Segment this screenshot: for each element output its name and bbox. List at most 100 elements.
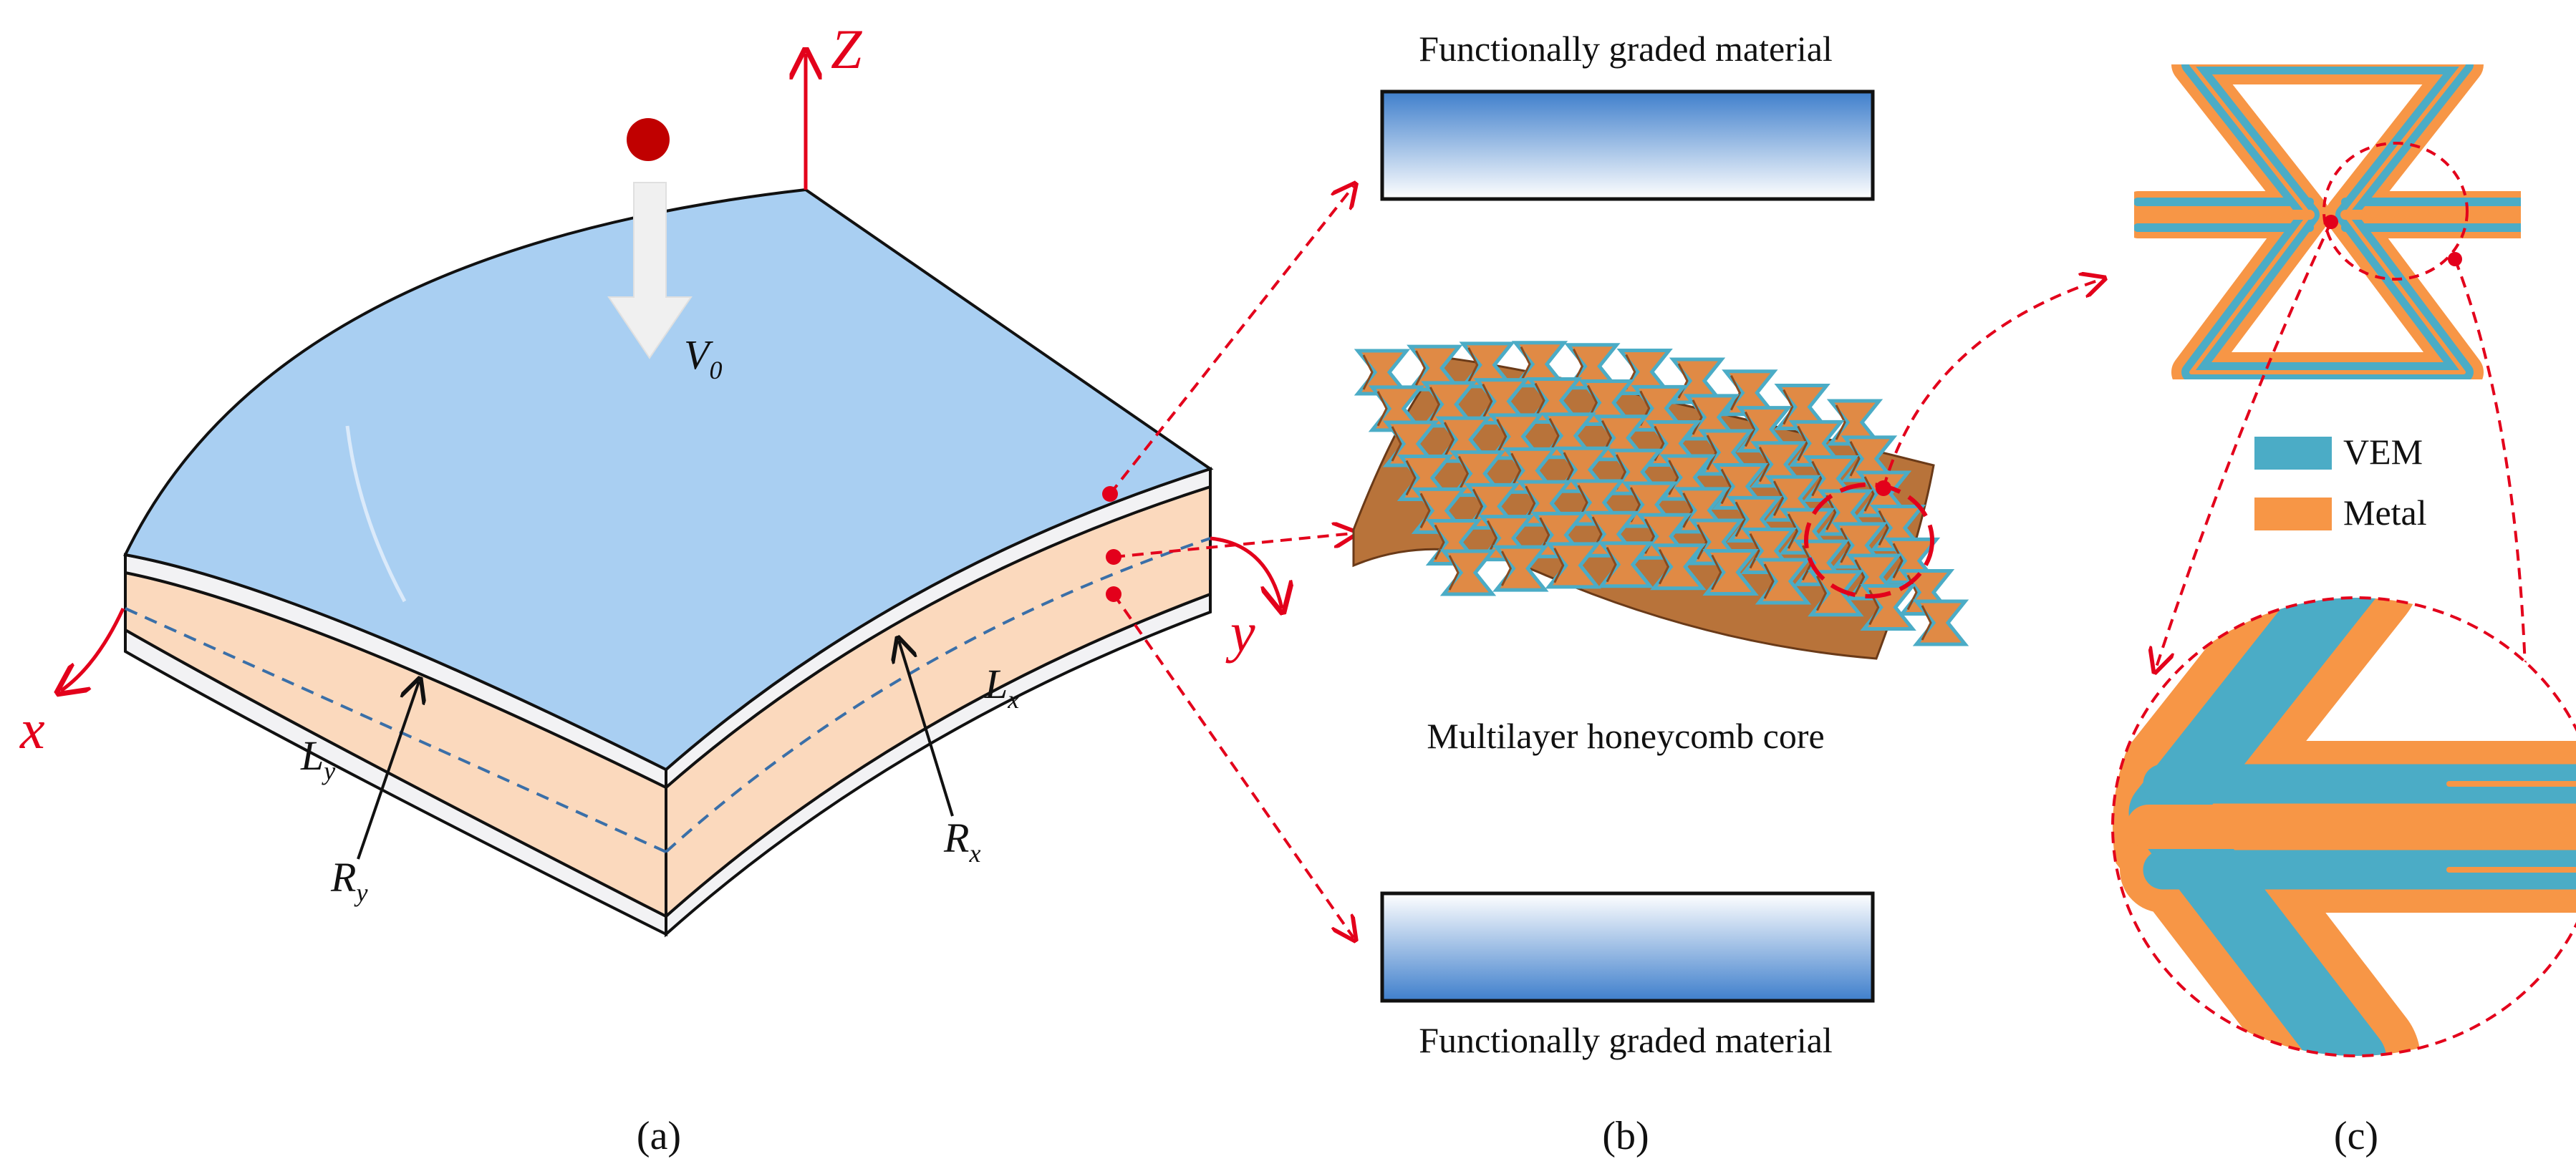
- core-cell-edge: [1414, 350, 1427, 386]
- core-cell: [1439, 549, 1497, 596]
- top-face: [123, 188, 1214, 772]
- connectors-a-to-b: [1102, 186, 1354, 938]
- ry-arrow: [357, 681, 419, 860]
- core-cell-edge: [1854, 559, 1866, 595]
- core-cell-edge: [1548, 418, 1560, 454]
- core-cell-edge: [1706, 435, 1717, 470]
- impact-velocity-arrow: [607, 182, 693, 359]
- core-cell-edge: [1730, 375, 1742, 411]
- core-cell-edge: [1376, 391, 1388, 427]
- core-cell-edge: [1448, 555, 1460, 591]
- core-cell-edge: [1735, 501, 1746, 538]
- core-cell-edge: [1921, 605, 1932, 641]
- core-cell-edge: [1840, 528, 1851, 563]
- panel-c: VEM Metal: [2111, 64, 2576, 1057]
- core-cell-edge: [1878, 510, 1889, 546]
- honeycomb-core: [1352, 341, 1969, 660]
- core-cell: [1492, 545, 1549, 592]
- core-cell: [1597, 541, 1654, 588]
- ly-label: Ly: [300, 732, 335, 785]
- core-cell-edge: [1835, 404, 1846, 440]
- core-cell-edge: [1797, 425, 1808, 462]
- core-cell-edge: [1749, 533, 1760, 569]
- core-cell-edge: [1863, 476, 1875, 512]
- core-cell-edge: [1677, 363, 1689, 399]
- fgm-bottom-layer: [1380, 891, 1875, 1003]
- caption-a: (a): [637, 1114, 681, 1158]
- core-cell-edge: [1744, 411, 1756, 447]
- core-cell-edge: [1467, 347, 1479, 383]
- core-cells: [1354, 341, 1969, 646]
- core-cell-edge: [1825, 495, 1837, 530]
- core-cell: [1755, 558, 1812, 605]
- core-cell-edge: [1783, 389, 1794, 425]
- legend-swatch-vem: [2254, 437, 2332, 470]
- core-cell-edge: [1391, 426, 1402, 462]
- core-cell-edge: [1720, 468, 1732, 505]
- core-cell-edge: [1472, 488, 1484, 525]
- y-axis: y: [1210, 536, 1282, 664]
- caption-c: (c): [2334, 1114, 2378, 1158]
- core-cell-edge: [1520, 346, 1531, 382]
- ry-label: Ry: [330, 854, 367, 907]
- core-cell-edge: [1510, 452, 1522, 489]
- fgm-top-label: Functionally graded material: [1419, 29, 1833, 69]
- fgm-bottom-label: Functionally graded material: [1419, 1020, 1833, 1060]
- impactor: V0: [607, 118, 722, 384]
- core-cell-edge: [1763, 563, 1775, 599]
- core-cell-edge: [1849, 441, 1861, 477]
- core-zoom-ellipse: [1804, 482, 1934, 598]
- legend: VEM Metal: [2254, 432, 2427, 533]
- core-cell: [1808, 570, 1864, 617]
- dimension-labels: Lx Ly Ry Rx: [300, 641, 1019, 907]
- midplane-right: [665, 537, 1211, 853]
- core-cell-edge: [1362, 354, 1374, 390]
- zoom-connector-right: [2454, 258, 2527, 716]
- rx-label: Rx: [943, 815, 980, 868]
- core-cell-edge: [1697, 524, 1708, 560]
- core-cell-edge: [1772, 480, 1785, 516]
- core-cell-edge: [1500, 550, 1513, 586]
- core-cell: [1650, 543, 1707, 591]
- core-cell-edge: [1553, 548, 1565, 583]
- core-cell-edge: [1811, 460, 1823, 497]
- x-axis: x: [19, 607, 125, 760]
- core-cell-edge: [1443, 422, 1455, 457]
- lx-label: Lx: [984, 661, 1019, 714]
- z-axis-label: Z: [831, 18, 863, 80]
- connector-b-to-c: [1882, 279, 2102, 489]
- panel-b: Functionally graded material Multilayer …: [1352, 29, 2102, 1060]
- cell-zoom-circle: [2322, 142, 2469, 281]
- core-cell: [1545, 542, 1601, 589]
- core-cell-edge: [1692, 399, 1703, 435]
- core-cell: [1702, 548, 1759, 596]
- core-cell-edge: [1434, 524, 1445, 561]
- core-cell-edge: [1668, 460, 1679, 495]
- core-cell-edge: [1482, 384, 1493, 419]
- legend-label-vem: VEM: [2343, 432, 2423, 472]
- core-cell-edge: [1405, 460, 1417, 496]
- core-cell-edge: [1682, 493, 1694, 528]
- core-cell-edge: [1711, 554, 1722, 591]
- core-cell-edge: [1419, 493, 1431, 529]
- core-cell-edge: [1787, 513, 1799, 549]
- rx-arrow: [899, 641, 954, 817]
- core-cell-edge: [1534, 382, 1545, 419]
- legend-label-metal: Metal: [2343, 493, 2427, 533]
- core-cell-edge: [1606, 547, 1617, 583]
- core-cell-edge: [1457, 455, 1470, 492]
- panel-a-shell: [123, 188, 1214, 938]
- midplane-left: [125, 607, 667, 853]
- fgm-top-layer: [1380, 89, 1875, 201]
- unit-cell: [2134, 64, 2521, 379]
- impactor-ball: [627, 118, 670, 161]
- legend-swatch-metal: [2254, 498, 2332, 530]
- face-highlight: [345, 425, 407, 603]
- y-axis-label: y: [1225, 601, 1255, 664]
- velocity-label: V0: [684, 331, 722, 384]
- core-cell-edge: [1892, 543, 1904, 579]
- caption-b: (b): [1602, 1114, 1649, 1158]
- core-cell-edge: [1758, 447, 1770, 482]
- core-label: Multilayer honeycomb core: [1427, 716, 1824, 756]
